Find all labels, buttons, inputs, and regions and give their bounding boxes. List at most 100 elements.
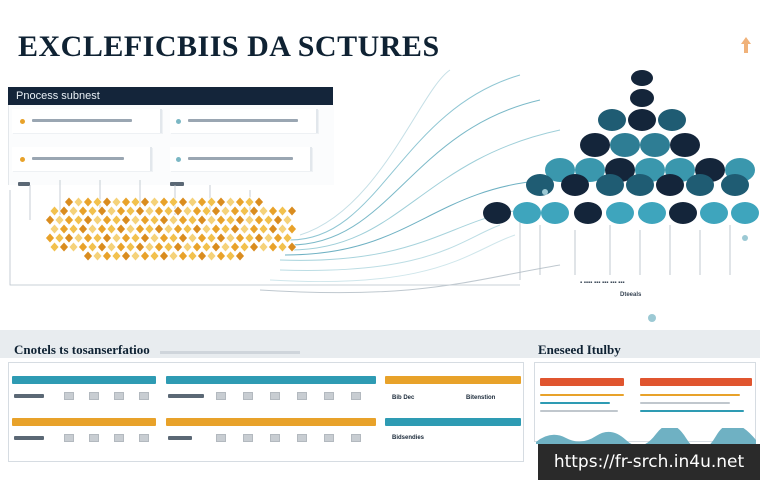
honeycomb-cell bbox=[68, 205, 79, 217]
card-text bbox=[32, 157, 124, 160]
honeycomb-cell bbox=[121, 214, 131, 226]
honeycomb-cell bbox=[111, 232, 122, 244]
honeycomb-cell bbox=[263, 232, 274, 244]
honeycomb-cell bbox=[178, 214, 188, 226]
honeycomb-cell bbox=[249, 241, 259, 253]
honeycomb-cell bbox=[102, 196, 112, 208]
honeycomb-cell bbox=[244, 196, 255, 208]
honeycomb-cell bbox=[268, 241, 278, 253]
honeycomb-cell bbox=[244, 214, 255, 226]
honeycomb-cell bbox=[254, 196, 264, 208]
network-node bbox=[656, 174, 684, 196]
network-node bbox=[721, 174, 749, 196]
honeycomb-cell bbox=[163, 241, 174, 253]
teal-bar bbox=[12, 376, 156, 384]
honeycomb-cell bbox=[159, 250, 169, 262]
honeycomb-cell bbox=[130, 250, 141, 262]
honeycomb-cell bbox=[78, 205, 88, 217]
honeycomb-cell bbox=[216, 214, 226, 226]
honeycomb-cell bbox=[49, 205, 60, 217]
honeycomb-cell bbox=[201, 241, 212, 253]
process-card[interactable] bbox=[170, 147, 312, 171]
honeycomb-cell bbox=[111, 250, 122, 262]
honeycomb-cell bbox=[149, 250, 160, 262]
bottom-left-title: Cnotels ts tosanserfatioo bbox=[14, 342, 150, 357]
honeycomb-cell bbox=[54, 214, 65, 226]
honeycomb-cell bbox=[130, 196, 141, 208]
honeycomb-cell bbox=[116, 223, 126, 235]
honeycomb-cell bbox=[87, 205, 98, 217]
honeycomb-cell bbox=[220, 223, 231, 235]
honeycomb-cell bbox=[220, 241, 231, 253]
wave-graphic bbox=[536, 428, 756, 444]
honeycomb-cell bbox=[225, 232, 236, 244]
honeycomb-cell bbox=[111, 196, 122, 208]
bullet-icon bbox=[176, 119, 181, 124]
honeycomb-cell bbox=[64, 196, 74, 208]
honeycomb-cell bbox=[102, 232, 112, 244]
honeycomb-cell bbox=[159, 232, 169, 244]
honeycomb-cell bbox=[182, 205, 193, 217]
honeycomb-cell bbox=[83, 250, 93, 262]
honeycomb-cell bbox=[106, 205, 117, 217]
honeycomb-cell bbox=[92, 196, 103, 208]
honeycomb-cell bbox=[149, 232, 160, 244]
honeycomb-cell bbox=[54, 232, 65, 244]
honeycomb-cell bbox=[73, 232, 84, 244]
honeycomb-cell bbox=[125, 241, 136, 253]
honeycomb-cell bbox=[163, 223, 174, 235]
honeycomb-cell bbox=[235, 232, 245, 244]
honeycomb-cell bbox=[168, 196, 179, 208]
honeycomb-cell bbox=[159, 196, 169, 208]
honeycomb-cell bbox=[140, 196, 150, 208]
honeycomb-cell bbox=[287, 223, 297, 235]
honeycomb-cell bbox=[277, 241, 288, 253]
honeycomb-cell bbox=[149, 196, 160, 208]
network-node bbox=[630, 89, 654, 107]
network-node bbox=[610, 133, 640, 157]
honeycomb-cell bbox=[206, 214, 217, 226]
line-list bbox=[640, 392, 752, 422]
honeycomb-cell bbox=[149, 214, 160, 226]
bullet-icon bbox=[20, 157, 25, 162]
honeycomb-cell bbox=[121, 196, 131, 208]
honeycomb-cell bbox=[273, 214, 283, 226]
honeycomb-cell bbox=[144, 223, 155, 235]
honeycomb-cell bbox=[130, 214, 141, 226]
network-node bbox=[598, 109, 626, 131]
network-node bbox=[526, 174, 554, 196]
section-band bbox=[0, 330, 760, 358]
honeycomb-cell bbox=[258, 241, 269, 253]
honeycomb-cell bbox=[230, 241, 240, 253]
honeycomb-cell bbox=[178, 196, 188, 208]
network-node bbox=[658, 109, 686, 131]
honeycomb-cell bbox=[130, 232, 141, 244]
honeycomb-cell bbox=[268, 205, 278, 217]
honeycomb-cell bbox=[173, 241, 183, 253]
honeycomb-cell bbox=[106, 241, 117, 253]
honeycomb-cell bbox=[159, 214, 169, 226]
orange-bar bbox=[385, 376, 521, 384]
mid-label-3: Bidsendies bbox=[392, 435, 425, 441]
honeycomb-cell bbox=[254, 214, 264, 226]
honeycomb-cell bbox=[87, 241, 98, 253]
honeycomb-cell bbox=[163, 205, 174, 217]
honeycomb-cell bbox=[154, 241, 164, 253]
honeycomb-cell bbox=[97, 205, 107, 217]
honeycomb-cell bbox=[135, 241, 145, 253]
process-card[interactable] bbox=[170, 109, 318, 133]
honeycomb-cell bbox=[78, 223, 88, 235]
honeycomb-cell bbox=[216, 250, 226, 262]
honeycomb-cell bbox=[97, 223, 107, 235]
honeycomb-cell bbox=[144, 241, 155, 253]
honeycomb-cell bbox=[211, 223, 221, 235]
network-node bbox=[686, 174, 714, 196]
honeycomb-cell bbox=[49, 223, 60, 235]
process-card[interactable] bbox=[12, 109, 162, 133]
network-node bbox=[640, 133, 670, 157]
honeycomb-cell bbox=[102, 250, 112, 262]
honeycomb-cell bbox=[97, 241, 107, 253]
honeycomb-cell bbox=[102, 214, 112, 226]
process-card[interactable] bbox=[12, 147, 152, 171]
honeycomb-cell bbox=[211, 241, 221, 253]
